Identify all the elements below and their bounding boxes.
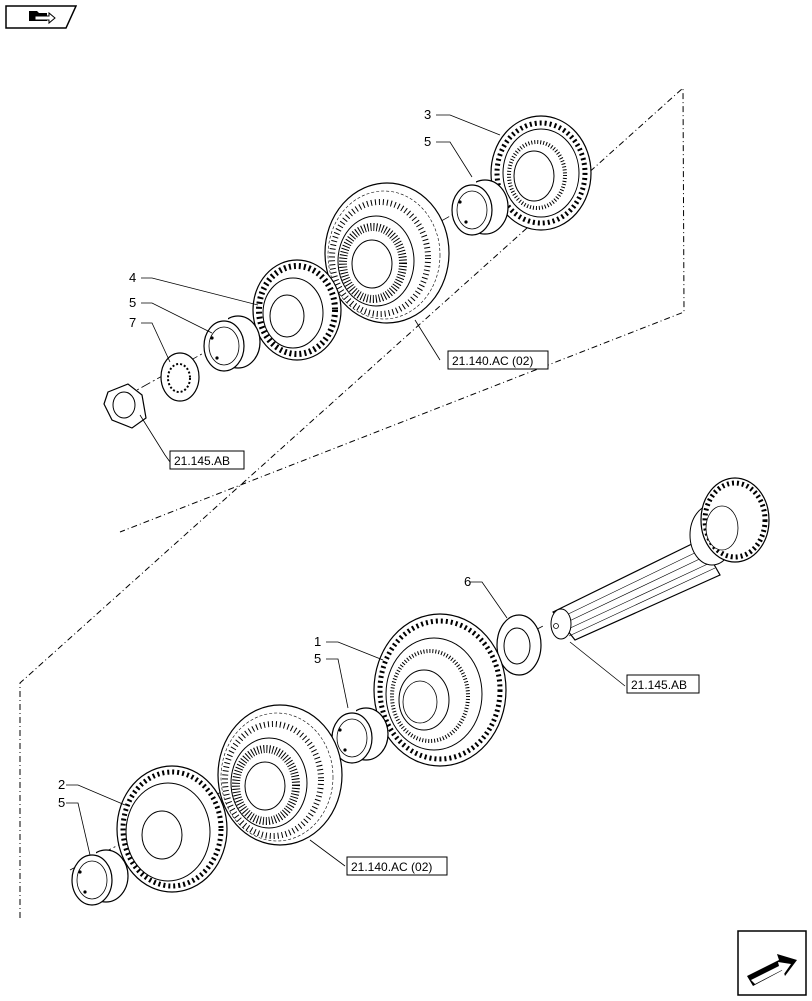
leader-lines [66,114,626,867]
thrust-washer-6 [496,614,542,676]
callout-4: 4 [129,270,136,285]
callout-5-upper-left: 5 [129,295,136,310]
reference-link-21-145-ab-upper[interactable]: 21.145.AB [169,450,245,470]
callout-5-upper-right: 5 [424,134,431,149]
needle-bearing-5d [71,849,129,906]
assembly-dashed-outline [19,86,685,918]
reference-label: 21.140.AC (02) [351,860,432,874]
needle-bearing-5b [203,315,261,372]
reference-label: 21.140.AC (02) [452,354,533,368]
callout-5-lower-middle: 5 [314,651,321,666]
needle-bearing-5a [451,179,509,236]
reference-link-21-140-ac-upper[interactable]: 21.140.AC (02) [447,350,549,370]
callout-2: 2 [58,777,65,792]
reference-link-21-140-ac-lower[interactable]: 21.140.AC (02) [346,856,448,876]
callout-5-lower-left: 5 [58,795,65,810]
callout-3: 3 [424,107,431,122]
input-shaft [550,477,770,641]
next-page-arrow-icon [737,930,807,996]
reference-label: 21.145.AB [174,454,230,468]
gear-3 [490,115,592,231]
folder-arrow-icon [5,5,78,29]
needle-bearing-5c [331,707,389,764]
gear-2 [116,765,228,893]
reference-label: 21.145.AB [631,678,687,692]
synchronizer-upper [324,182,450,324]
next-page-button[interactable] [737,930,807,996]
synchronizer-lower [217,704,343,846]
gear-4 [252,259,342,361]
callout-7: 7 [129,315,136,330]
reference-link-21-145-ab-lower[interactable]: 21.145.AB [626,674,700,694]
callout-1: 1 [314,634,321,649]
back-to-index-button[interactable] [5,5,78,29]
gear-1 [373,613,507,767]
hex-nut [103,383,147,429]
callout-6: 6 [464,574,471,589]
splined-washer-7 [160,352,200,402]
